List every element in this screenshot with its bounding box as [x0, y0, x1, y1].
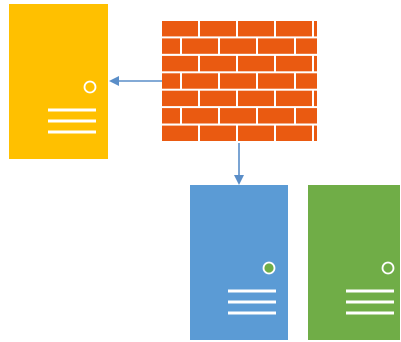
brick [162, 21, 198, 37]
brick [296, 108, 317, 124]
brick [314, 125, 317, 141]
brick [296, 38, 317, 54]
server-body [190, 185, 288, 340]
brick [314, 21, 317, 37]
brick [162, 125, 198, 141]
brick [200, 125, 236, 141]
brick [162, 73, 180, 89]
server-green [308, 185, 400, 340]
server-yellow [9, 4, 108, 159]
brick [276, 21, 312, 37]
brick [276, 125, 312, 141]
brick [220, 108, 256, 124]
brick [162, 108, 180, 124]
firewall-brick-wall-icon [162, 19, 317, 143]
brick [220, 73, 256, 89]
brick [182, 38, 218, 54]
brick [162, 55, 198, 72]
brick [238, 90, 274, 107]
brick [276, 55, 312, 72]
power-indicator-icon [83, 80, 97, 94]
server-blue [190, 185, 288, 340]
brick [182, 73, 218, 89]
brick [162, 38, 180, 54]
brick [258, 38, 294, 54]
brick [238, 55, 274, 72]
brick [258, 73, 294, 89]
brick [238, 125, 274, 141]
brick [296, 73, 317, 89]
power-indicator-icon [381, 261, 395, 275]
brick [314, 90, 317, 107]
brick [258, 108, 294, 124]
brick [238, 21, 274, 37]
brick [162, 90, 198, 107]
brick [200, 21, 236, 37]
brick [182, 108, 218, 124]
brick [314, 55, 317, 72]
power-indicator-icon [262, 261, 276, 275]
brick [276, 90, 312, 107]
brick [200, 90, 236, 107]
brick [220, 38, 256, 54]
brick [200, 55, 236, 72]
